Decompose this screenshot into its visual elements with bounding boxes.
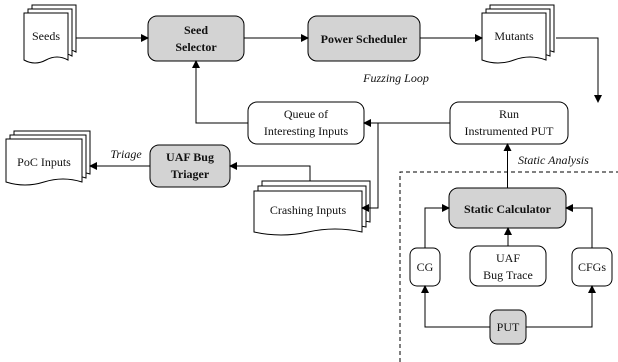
cfgs-label: CFGs — [578, 260, 606, 274]
seeds-label: Seeds — [32, 29, 60, 43]
seed-selector-line1: Seed — [184, 23, 208, 37]
mutants-label: Mutants — [494, 29, 534, 43]
uaf-triager-line2: Triager — [171, 167, 210, 181]
static-calculator-label: Static Calculator — [464, 202, 552, 216]
put-label: PUT — [497, 320, 520, 334]
arrow-put-to-cfgs — [526, 285, 596, 328]
run-put-box: Run Instrumented PUT — [449, 101, 569, 145]
uaf-triager-line1: UAF Bug — [166, 150, 214, 164]
static-analysis-region — [399, 171, 618, 362]
mutants-document: Mutants — [481, 4, 555, 64]
crashing-inputs-label: Crashing Inputs — [270, 203, 347, 217]
run-put-line2: Instrumented PUT — [465, 124, 555, 138]
queue-box: Queue of Interesting Inputs — [247, 101, 365, 145]
arrow-cfgs-to-static — [565, 204, 593, 248]
uaf-trace-line1: UAF — [496, 251, 520, 265]
seed-selector-box: Seed Selector — [147, 15, 245, 62]
seeds-document: Seeds — [23, 4, 77, 64]
crashing-inputs-document: Crashing Inputs — [253, 180, 371, 236]
static-analysis-label: Static Analysis — [518, 153, 589, 167]
arrow-mutants-to-run — [556, 37, 602, 103]
arrow-run-to-crashing — [361, 123, 379, 212]
uaf-trace-line2: Bug Trace — [483, 268, 533, 282]
seed-selector-line2: Selector — [175, 40, 217, 54]
cfgs-box: CFGs — [571, 247, 613, 287]
arrow-queue-to-selector — [192, 60, 248, 124]
arrow-put-to-cg — [421, 285, 490, 328]
edges — [76, 34, 602, 328]
run-put-line1: Run — [499, 107, 519, 121]
poc-inputs-label: PoC Inputs — [17, 155, 71, 169]
uaf-trace-box: UAF Bug Trace — [469, 245, 547, 287]
put-box: PUT — [489, 309, 527, 345]
poc-inputs-document: PoC Inputs — [5, 130, 91, 186]
fuzzing-loop-label: Fuzzing Loop — [362, 71, 429, 85]
cg-box: CG — [409, 247, 441, 287]
arrow-crashing-to-triager — [229, 162, 311, 181]
cg-label: CG — [417, 260, 434, 274]
queue-line1: Queue of — [284, 107, 328, 121]
queue-line2: Interesting Inputs — [264, 124, 349, 138]
uaf-triager-box: UAF Bug Triager — [149, 144, 231, 188]
static-calculator-box: Static Calculator — [448, 187, 567, 229]
triage-label: Triage — [110, 147, 142, 161]
arrow-cg-to-static — [424, 204, 450, 248]
power-scheduler-box: Power Scheduler — [307, 15, 421, 62]
power-scheduler-label: Power Scheduler — [321, 32, 408, 46]
